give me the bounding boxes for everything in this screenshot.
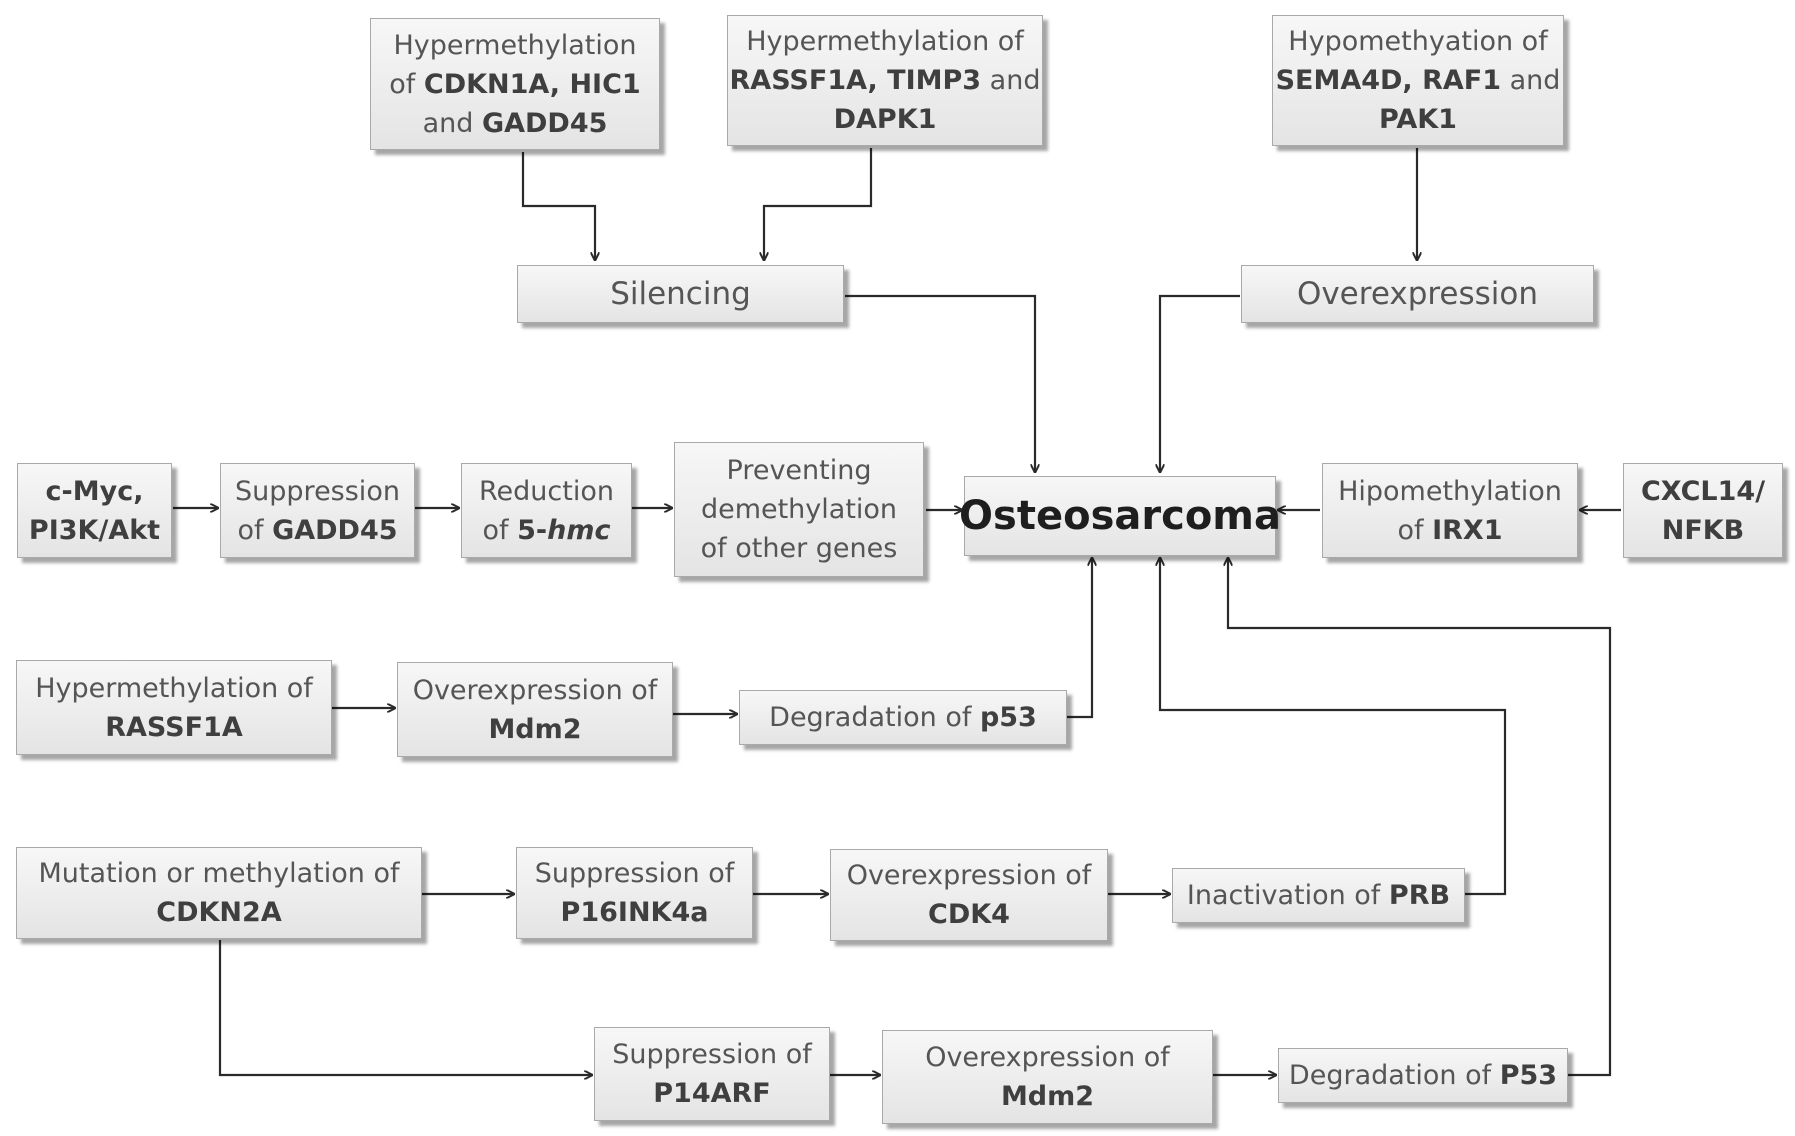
- node-cmyc-pi3k-akt: c-Myc, PI3K/Akt: [17, 463, 172, 558]
- node-silencing: Silencing: [517, 265, 844, 323]
- node-degradation-p53-a: Degradation of p53: [739, 690, 1067, 745]
- node-hypomethylation-sema4d: Hypomethyation of SEMA4D, RAF1 and PAK1: [1272, 15, 1564, 146]
- node-preventing-demethylation: Preventing demethylation of other genes: [674, 442, 924, 577]
- node-suppression-gadd45: Suppression of GADD45: [220, 463, 415, 558]
- node-mutation-methylation-cdkn2a: Mutation or methylation of CDKN2A: [16, 847, 422, 939]
- edge-inactivation-prb-to-osteosarcoma: [1160, 558, 1507, 896]
- node-hypermethylation-cdkn1a: Hypermethylation of CDKN1A, HIC1 and GAD…: [370, 18, 660, 150]
- node-suppression-p16ink4a: Suppression of P16INK4a: [516, 847, 753, 939]
- node-reduction-5hmc: Reduction of 5-hmc: [461, 463, 632, 558]
- edge-hyper-rassf1a-to-silencing: [764, 148, 873, 260]
- edge-hyper-cdkn1a-to-silencing: [521, 152, 595, 260]
- node-degradation-p53-b: Degradation of P53: [1278, 1048, 1568, 1103]
- edge-degradation-p53-b-to-osteosarcoma: [1228, 558, 1612, 1077]
- node-osteosarcoma: Osteosarcoma: [959, 476, 1281, 556]
- node-overexpression: Overexpression: [1241, 265, 1594, 323]
- node-hipomethylation-irx1: Hipomethylation of IRX1: [1322, 463, 1578, 558]
- edge-degradation-p53-to-osteosarcoma: [1067, 558, 1092, 719]
- node-overexpression-mdm2-b: Overexpression of Mdm2: [882, 1030, 1213, 1124]
- node-cxcl14-nfkb: CXCL14/ NFKB: [1623, 463, 1783, 558]
- node-hypermethylation-rassf1a: Hypermethylation of RASSF1A: [16, 660, 332, 755]
- node-overexpression-cdk4: Overexpression of CDK4: [830, 849, 1108, 941]
- edge-silencing-to-osteosarcoma: [845, 294, 1035, 472]
- node-overexpression-mdm2-a: Overexpression of Mdm2: [397, 662, 673, 757]
- edge-overexpression-to-osteosarcoma: [1160, 294, 1240, 472]
- edge-mutation-to-suppression-p14: [218, 940, 592, 1075]
- node-hypermethylation-rassf1a-timp3: Hypermethylation of RASSF1A, TIMP3 and D…: [727, 15, 1043, 146]
- node-inactivation-prb: Inactivation of PRB: [1172, 868, 1465, 923]
- node-suppression-p14arf: Suppression of P14ARF: [594, 1027, 830, 1121]
